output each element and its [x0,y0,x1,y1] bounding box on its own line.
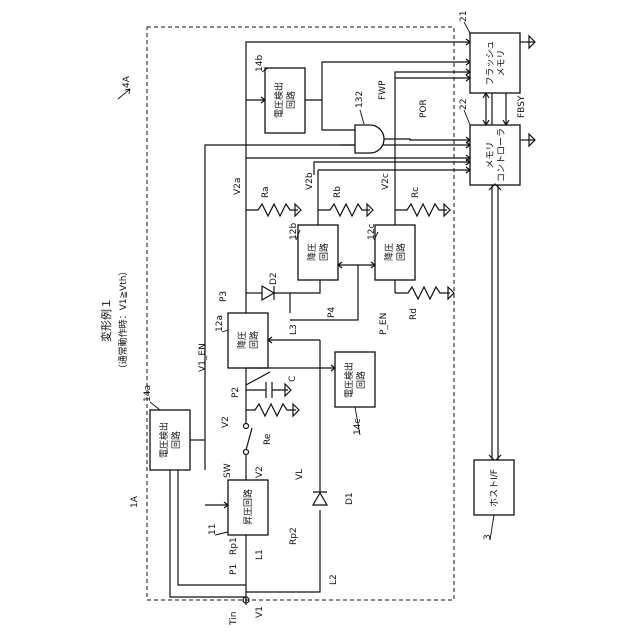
voltage-detector-c-label-2: 回路 [355,371,367,389]
host-bus [492,185,498,460]
voltage-detector-b [265,68,305,133]
label-l1: L1 [255,549,265,560]
resistor-rc [395,175,447,225]
label-por: POR [419,99,429,118]
label-v1-en: V1_EN [198,343,208,372]
voltage-detector-c [335,352,375,407]
switch-arm [246,428,252,450]
host-interface-label: ホストI/F [489,469,500,507]
label-r11: 11 [208,524,218,535]
v2c-to-flash [395,72,470,175]
label-v1: V1 [255,606,265,618]
diode-d2 [262,286,274,300]
label-r12a: 12a [215,315,225,332]
device-label: 4A [122,75,132,88]
label-fbsy: FBSY [517,95,527,118]
labels-group: Tin V1 P1 Rp1 L1 Rp2 L2 11 SW V2 V2 14a … [143,11,527,626]
resistor-rb [318,170,370,225]
label-tin: Tin [229,612,239,626]
step-down-c-label-2: 回路 [395,243,407,261]
voltage-detector-c-label-1: 電圧検出 [343,362,355,398]
resistor-re [246,404,296,416]
and-input-a [322,100,355,130]
v2b-to-controller-2 [314,162,470,175]
switch-contact-high [244,424,249,429]
label-rp1: Rp1 [229,537,239,555]
label-p1: P1 [229,564,239,575]
step-down-b-label-2: 回路 [318,243,330,261]
label-p2: P2 [231,387,241,398]
flash-memory-label-2: メモリ [497,49,507,76]
label-r132: 132 [355,91,365,108]
label-v2-upper: V2 [221,416,231,428]
step-down-b-label-1: 降圧 [306,243,318,261]
label-r22: 22 [459,99,469,110]
memory-controller-label-2: コントローラ [496,128,507,182]
step-down-b [298,225,338,280]
voltage-detector-b-label-2: 回路 [285,91,297,109]
diagram-title: 変形例１ [99,298,113,342]
label-re: Re [263,433,273,445]
capacitor-c [246,382,288,398]
resistor-ra [246,204,298,216]
label-vl: VL [295,469,305,480]
boost-circuit-label: 昇圧回路 [242,489,254,525]
label-rp2: Rp2 [289,527,299,545]
voltage-detector-a-label-1: 電圧検出 [158,422,170,458]
step-down-c [375,225,415,280]
voltage-detector-a [150,410,190,470]
label-fwp: FWP [378,80,388,100]
label-v2b: V2b [305,172,315,190]
label-rb: Rb [333,186,343,198]
label-ra: Ra [261,186,271,198]
system-label: 1A [130,495,140,508]
diode-d1 [313,492,327,505]
label-rc: Rc [411,187,421,198]
label-p-en: P_EN [379,313,389,335]
label-l3: L3 [289,324,299,335]
step-down-c-label-1: 降圧 [383,243,395,261]
label-r14a: 14a [143,385,153,402]
label-r14b: 14b [255,55,265,72]
label-v2a: V2a [233,178,243,195]
l2-rail [246,570,320,592]
voltage-detector-a-label-2: 回路 [170,431,182,449]
diagram-subtitle: （通常動作時：V1≧Vth） [117,267,129,374]
label-d2: D2 [269,272,279,285]
label-sw: SW [223,463,233,478]
label-v2-lower: V2 [255,466,265,478]
and-gate [355,125,384,153]
por-line [384,139,470,140]
label-d1: D1 [345,492,355,505]
switch-contact-low [244,450,249,455]
label-r3: 3 [483,534,493,540]
label-c: C [288,376,298,382]
label-r21: 21 [459,11,469,22]
label-p4: P4 [327,307,337,318]
label-r14c: 14c [353,419,363,435]
resistor-rd [395,287,450,299]
label-p3: P3 [219,291,229,302]
step-down-a-label-1: 降圧 [236,331,248,349]
memory-controller-label-1: メモリ [486,141,496,168]
voltage-detector-b-label-1: 電圧検出 [273,82,285,118]
label-v2c: V2c [381,173,391,190]
host-bus-arrows [489,184,501,461]
step-down-a-label-2: 回路 [248,331,260,349]
label-l2: L2 [329,574,339,585]
step-down-a [228,313,268,368]
flash-memory-label-1: フラッシュ [485,40,496,85]
device-arrow [118,89,130,99]
label-rd: Rd [409,308,419,320]
